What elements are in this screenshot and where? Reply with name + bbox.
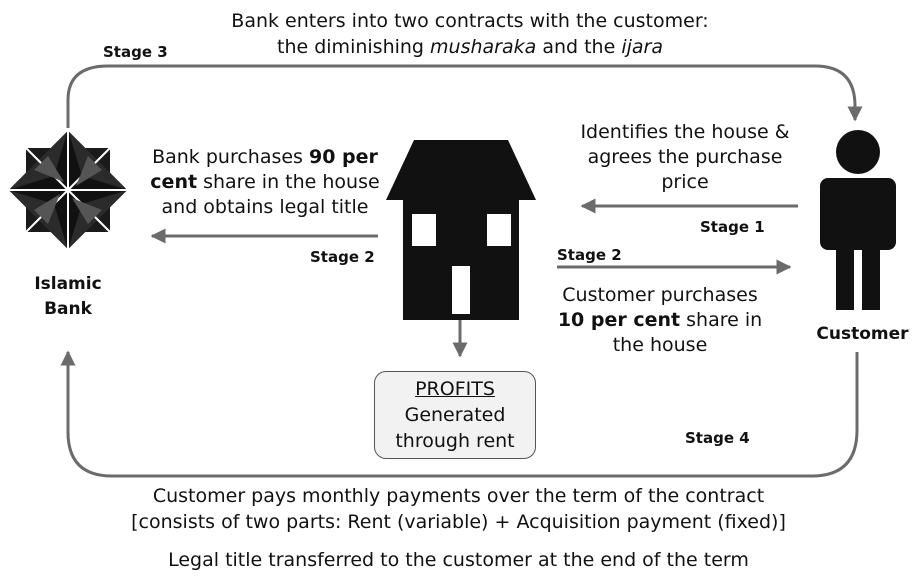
profits-title: PROFITS: [415, 378, 495, 400]
top-note-line1: Bank enters into two contracts with the …: [231, 10, 709, 32]
bank-purchase-line3: and obtains legal title: [161, 196, 369, 218]
identify-text: Identifies the house & agrees the purcha…: [555, 120, 815, 195]
musharaka-term: musharaka: [430, 36, 537, 58]
customer-purchase-line2: 10 per cent share in: [540, 308, 780, 333]
profits-line3: through rent: [395, 430, 515, 452]
stage2-right-label: Stage 2: [557, 246, 622, 264]
top-note-line2: the diminishing musharaka and the ijara: [150, 35, 790, 60]
customer-purchase-line1: Customer purchases: [562, 284, 758, 306]
customer-purchase-line3: the house: [612, 334, 708, 356]
identify-line3: price: [661, 171, 709, 193]
bank-purchase-text: Bank purchases 90 per cent share in the …: [140, 145, 390, 220]
bank-purchase-l2a: cent: [150, 171, 198, 193]
customer-person-icon: [820, 130, 896, 310]
stage4-arrow: [60, 350, 859, 478]
house-icon: [386, 140, 536, 320]
customer-label: Customer: [816, 324, 909, 344]
bank-purchase-l1b: 90 per: [309, 146, 378, 168]
bank-purchase-l2b: share in the house: [197, 171, 380, 193]
customer-purchase-text: Customer purchases 10 per cent share in …: [540, 283, 780, 358]
bank-label: Islamic Bank: [18, 272, 118, 322]
stage4-label: Stage 4: [685, 429, 750, 447]
stage3-arrow: [66, 64, 863, 128]
islamic-bank-logo-icon: [8, 130, 128, 250]
bottom-line2: [consists of two parts: Rent (variable) …: [131, 511, 786, 533]
customer-purchase-l2a: 10 per cent: [557, 309, 681, 331]
stage1-label: Stage 1: [700, 218, 765, 236]
profits-box: PROFITS Generated through rent: [374, 371, 536, 459]
bottom-line1: Customer pays monthly payments over the …: [152, 485, 765, 507]
profits-line2: Generated: [404, 404, 506, 426]
stage3-label: Stage 3: [103, 43, 168, 61]
bank-purchase-line2: cent share in the house: [140, 170, 390, 195]
bank-purchase-line1: Bank purchases 90 per: [140, 145, 390, 170]
bank-label-line1: Islamic: [34, 274, 102, 294]
customer-purchase-l2b: share in: [680, 309, 763, 331]
stage2-left-label: Stage 2: [310, 248, 375, 266]
bank-purchase-l1a: Bank purchases: [152, 146, 309, 168]
bottom-line3: Legal title transferred to the customer …: [168, 549, 749, 571]
top-note-mid: and the: [536, 36, 622, 58]
ijara-term: ijara: [621, 36, 663, 58]
top-note-prefix: the diminishing: [277, 36, 431, 58]
identify-line1: Identifies the house &: [580, 121, 790, 143]
identify-line2: agrees the purchase: [587, 146, 783, 168]
bank-label-line2: Bank: [44, 299, 92, 319]
